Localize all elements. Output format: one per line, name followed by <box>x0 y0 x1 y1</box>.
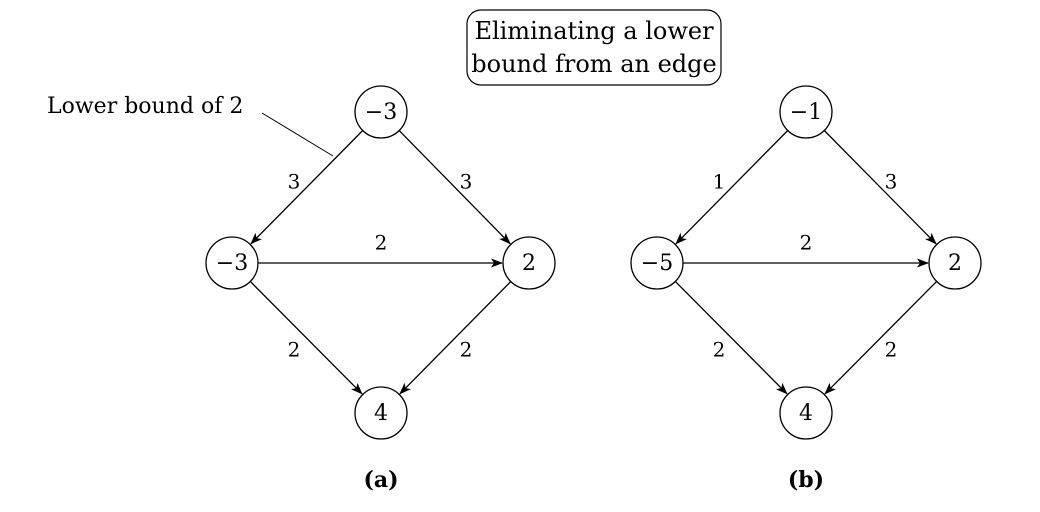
node-a-left <box>205 236 259 290</box>
callout-line-2: bound from an edge <box>471 50 716 78</box>
node-value-a-left: −3 <box>216 251 248 276</box>
node-a-top <box>354 85 408 139</box>
callout: Eliminating a lower bound from an edge <box>466 9 722 86</box>
edge-a-top-right <box>398 130 511 245</box>
edge-label-b-top-right: 3 <box>885 170 898 194</box>
edge-a-right-bottom <box>399 281 512 395</box>
node-value-b-left: −5 <box>641 251 673 276</box>
node-a-bottom <box>354 386 408 440</box>
edge-b-top-left <box>675 130 789 245</box>
node-b-right <box>928 236 982 290</box>
edge-label-b-left-right: 2 <box>800 231 813 255</box>
edge-label-a-top-left: 3 <box>288 170 301 194</box>
node-value-a-bottom: 4 <box>374 401 388 426</box>
node-b-bottom <box>779 386 833 440</box>
edge-label-b-right-bottom: 2 <box>885 338 898 362</box>
edge-a-left-bottom <box>249 280 363 395</box>
edge-b-left-bottom <box>674 280 788 395</box>
panel-label-b: (b) <box>788 467 824 493</box>
edge-label-b-left-bottom: 2 <box>713 338 726 362</box>
node-value-a-right: 2 <box>522 251 536 276</box>
node-value-b-right: 2 <box>948 251 962 276</box>
node-b-left <box>630 236 684 290</box>
panel-label-a: (a) <box>363 467 398 493</box>
edge-label-a-left-right: 2 <box>375 231 388 255</box>
lower-bound-annotation: Lower bound of 2 <box>47 94 334 157</box>
edge-label-a-top-right: 3 <box>460 170 473 194</box>
callout-box <box>466 9 722 86</box>
node-value-a-top: −3 <box>365 100 397 125</box>
edge-label-a-right-bottom: 2 <box>460 338 473 362</box>
callout-line-1: Eliminating a lower <box>474 17 714 45</box>
node-a-right <box>502 236 556 290</box>
panel-b: 1 3 2 2 2 −1 −5 2 4 (b) <box>630 85 982 493</box>
panel-a: 3 3 2 2 2 −3 −3 2 4 (a) <box>205 85 556 493</box>
edge-b-top-right <box>823 130 937 245</box>
edge-b-right-bottom <box>824 280 938 395</box>
edge-a-top-left <box>250 130 364 245</box>
annotation-leader-line <box>261 112 334 157</box>
annotation-text: Lower bound of 2 <box>47 94 243 119</box>
node-b-top <box>779 85 833 139</box>
edge-label-a-left-bottom: 2 <box>288 338 301 362</box>
edge-label-b-top-left: 1 <box>713 170 726 194</box>
node-value-b-bottom: 4 <box>799 401 813 426</box>
node-value-b-top: −1 <box>790 100 822 125</box>
